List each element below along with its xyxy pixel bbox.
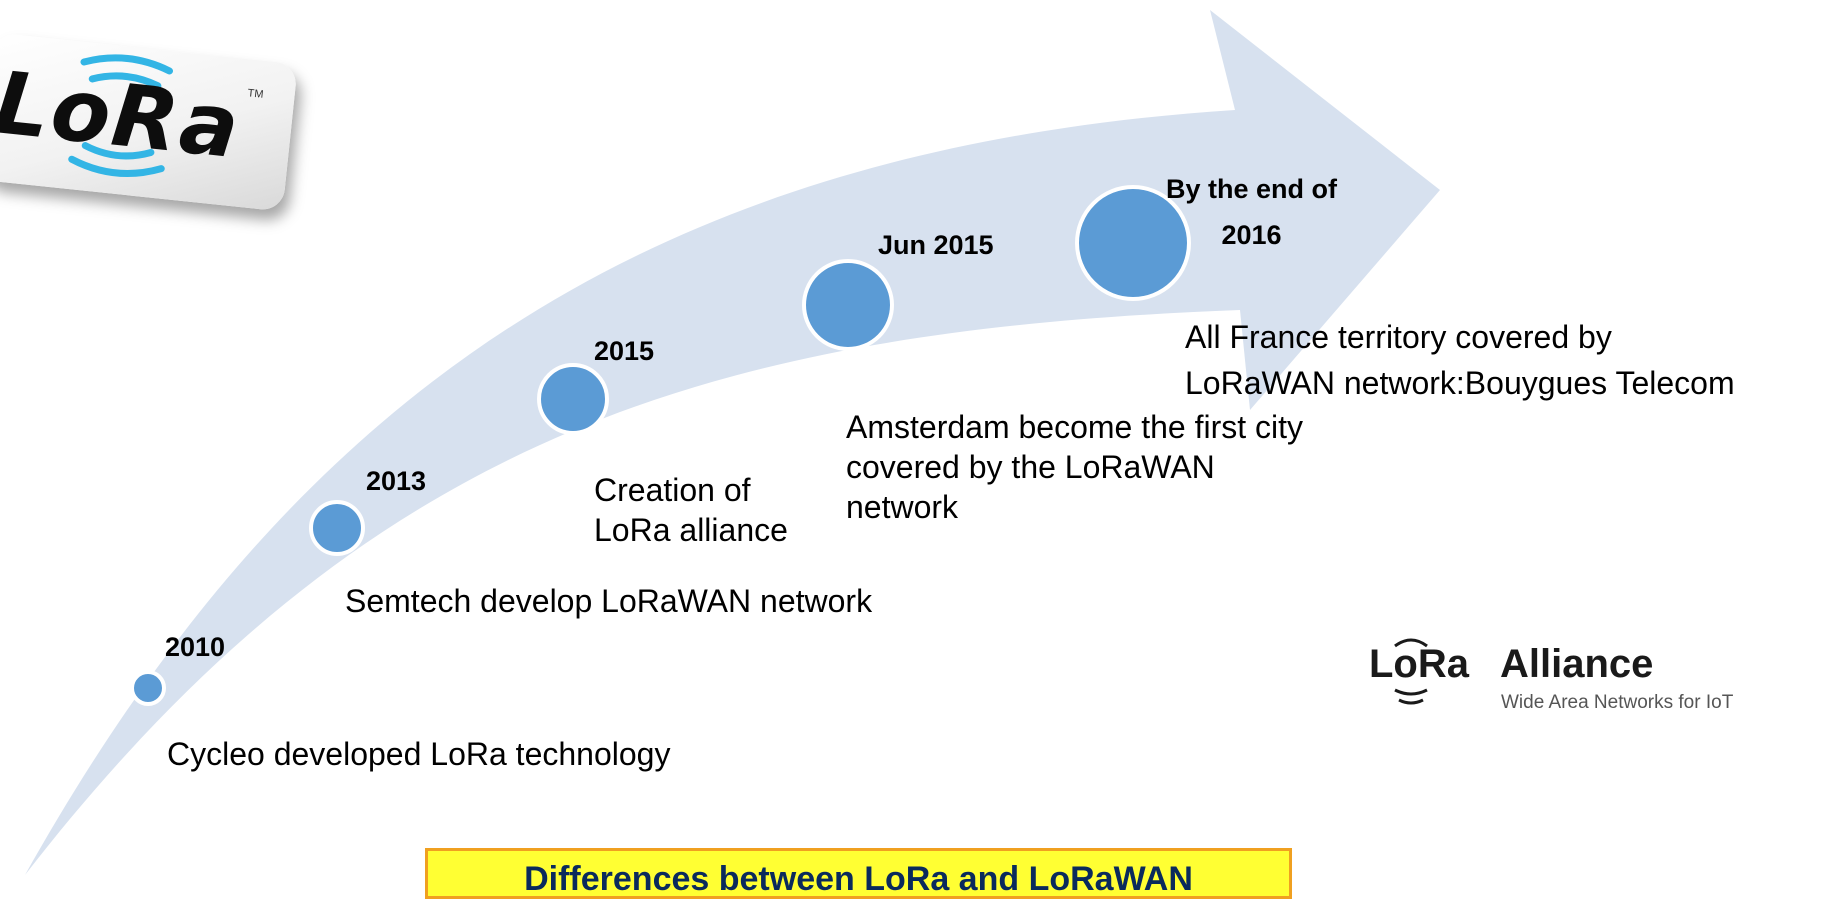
year-2010: 2010	[165, 632, 226, 662]
desc-2015: Creation of LoRa alliance	[594, 470, 788, 550]
alliance-waves-bottom-icon	[1394, 688, 1428, 705]
desc-2016-line-1: All France territory covered by	[1185, 319, 1612, 355]
lora-logo: LoRa TM	[0, 32, 298, 212]
footer-title: Differences between LoRa and LoRaWAN	[524, 860, 1193, 898]
milestone-dot-jun-2015	[802, 259, 894, 351]
alliance-waves-top-icon	[1394, 638, 1428, 648]
year-2016: By the end of 2016	[1166, 166, 1337, 258]
alliance-tagline: Wide Area Networks for IoT	[1501, 692, 1734, 713]
milestone-dot-2010	[130, 670, 166, 706]
desc-2015-line-1: Creation of	[594, 472, 751, 508]
desc-2016-line-2: LoRaWAN network:Bouygues Telecom	[1185, 365, 1735, 401]
year-2015: 2015	[594, 336, 655, 366]
alliance-name-text: Alliance	[1500, 642, 1654, 686]
desc-2015-line-2: LoRa alliance	[594, 512, 788, 548]
alliance-brand-text: LoRa	[1369, 642, 1469, 686]
desc-2013: Semtech develop LoRaWAN network	[345, 583, 873, 619]
desc-jun-2015: Amsterdam become the first city covered …	[846, 407, 1303, 527]
milestone-dot-2016	[1075, 185, 1191, 301]
lora-alliance-logo: LoRa Alliance Wide Area Networks for IoT	[1365, 638, 1765, 732]
desc-2016: All France territory covered by LoRaWAN …	[1185, 314, 1735, 406]
trademark-mark: TM	[246, 87, 265, 101]
desc-jun-2015-line-1: Amsterdam become the first city	[846, 409, 1304, 445]
year-jun-2015: Jun 2015	[878, 230, 994, 260]
year-2013: 2013	[366, 466, 427, 496]
milestone-dot-2013	[309, 500, 365, 556]
milestone-dot-2015	[537, 363, 609, 435]
year-2016-line-2: 2016	[1221, 220, 1282, 250]
desc-jun-2015-line-2: covered by the LoRaWAN	[846, 449, 1215, 485]
desc-2010: Cycleo developed LoRa technology	[167, 736, 671, 772]
year-2016-line-1: By the end of	[1166, 174, 1338, 204]
desc-jun-2015-line-3: network	[846, 489, 959, 525]
radio-waves-icon	[68, 54, 174, 177]
footer-banner: Differences between LoRa and LoRaWAN	[425, 848, 1292, 899]
